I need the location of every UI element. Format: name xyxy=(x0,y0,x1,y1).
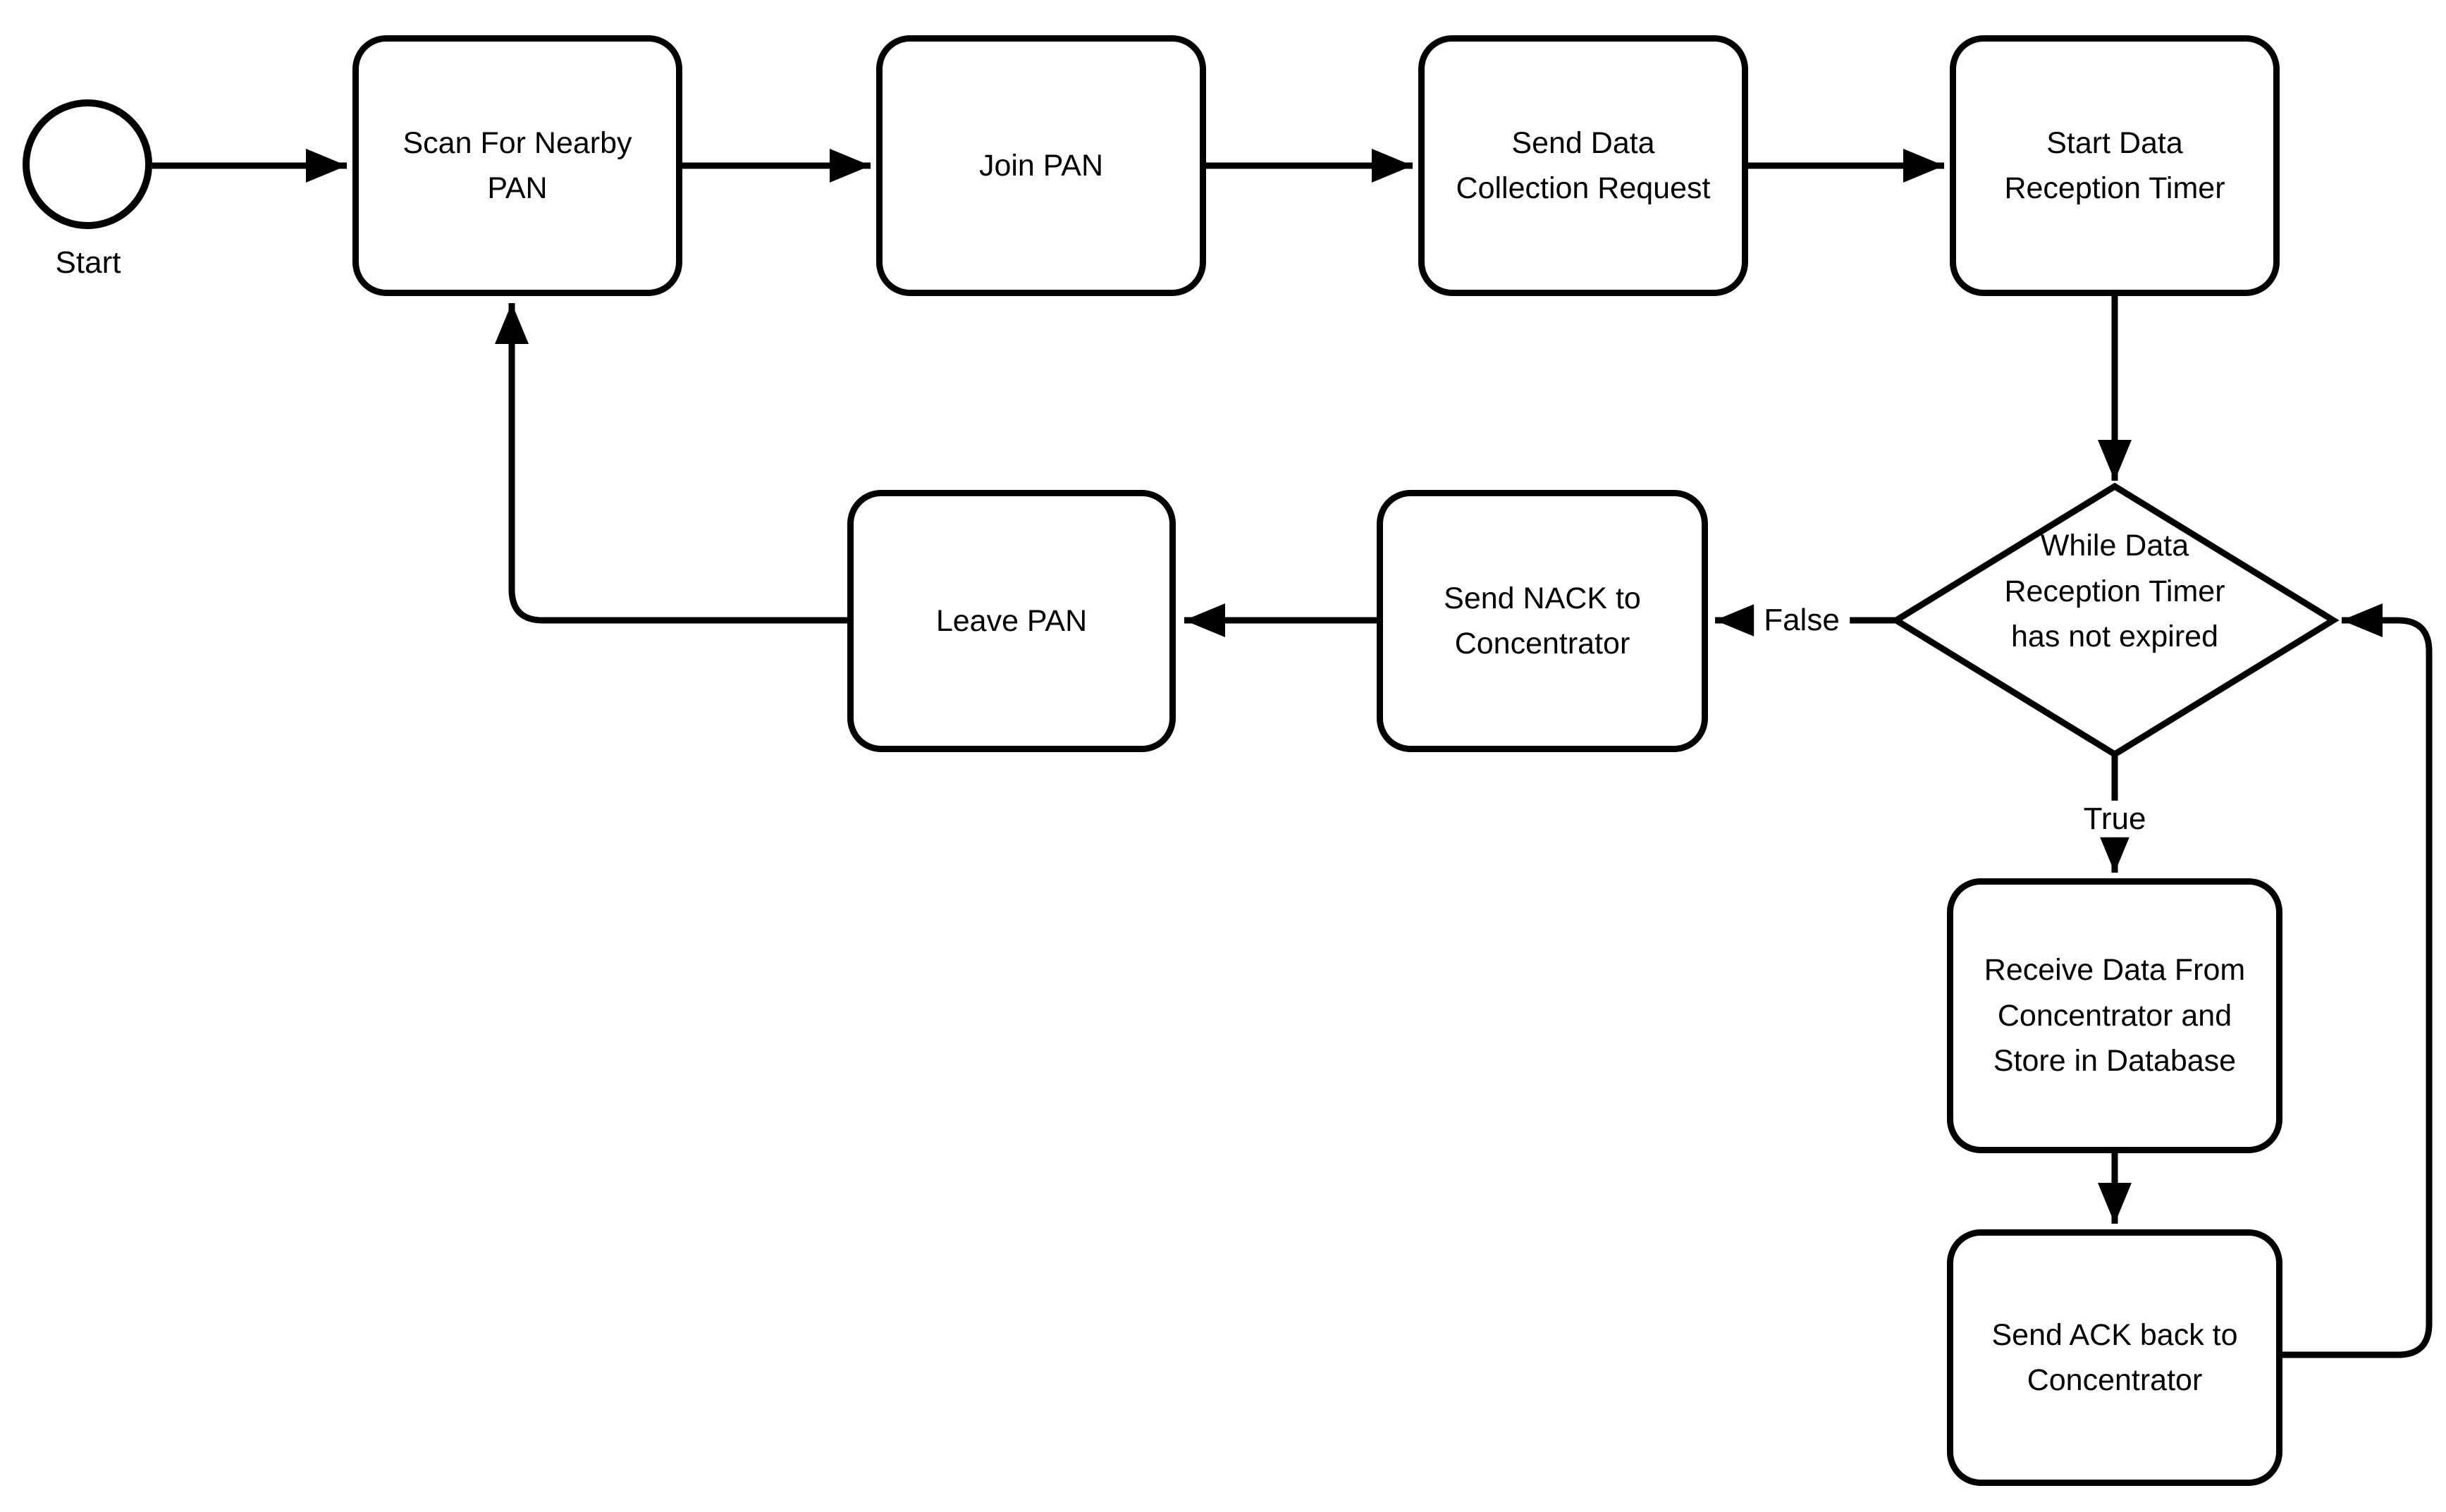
node-send-data-collection-request: Send Data Collection Request xyxy=(1418,35,1748,296)
node-send-ack-back-to-concentrator: Send ACK back to Concentrator xyxy=(1947,1229,2282,1486)
start-node-circle xyxy=(23,99,152,229)
node-send-nack-to-concentrator: Send NACK to Concentrator xyxy=(1377,490,1708,752)
edge-ack-to-decision xyxy=(2282,603,2433,1358)
node-scan-for-nearby-pan: Scan For Nearby PAN xyxy=(352,35,682,296)
node-join-pan: Join PAN xyxy=(876,35,1206,296)
edge-leavepan-to-scan xyxy=(495,303,847,624)
edge-label-false: False xyxy=(1754,601,1850,639)
node-receive-data-store-database: Receive Data From Concentrator and Store… xyxy=(1947,878,2282,1153)
decision-diamond-shape xyxy=(1890,482,2340,758)
decision-while-timer-not-expired-label: While Data Reception Timer has not expir… xyxy=(2004,529,2225,653)
edge-label-true: True xyxy=(2073,800,2156,838)
node-start-data-reception-timer: Start Data Reception Timer xyxy=(1950,35,2280,296)
node-leave-pan: Leave PAN xyxy=(847,490,1176,752)
start-label: Start xyxy=(55,245,121,280)
